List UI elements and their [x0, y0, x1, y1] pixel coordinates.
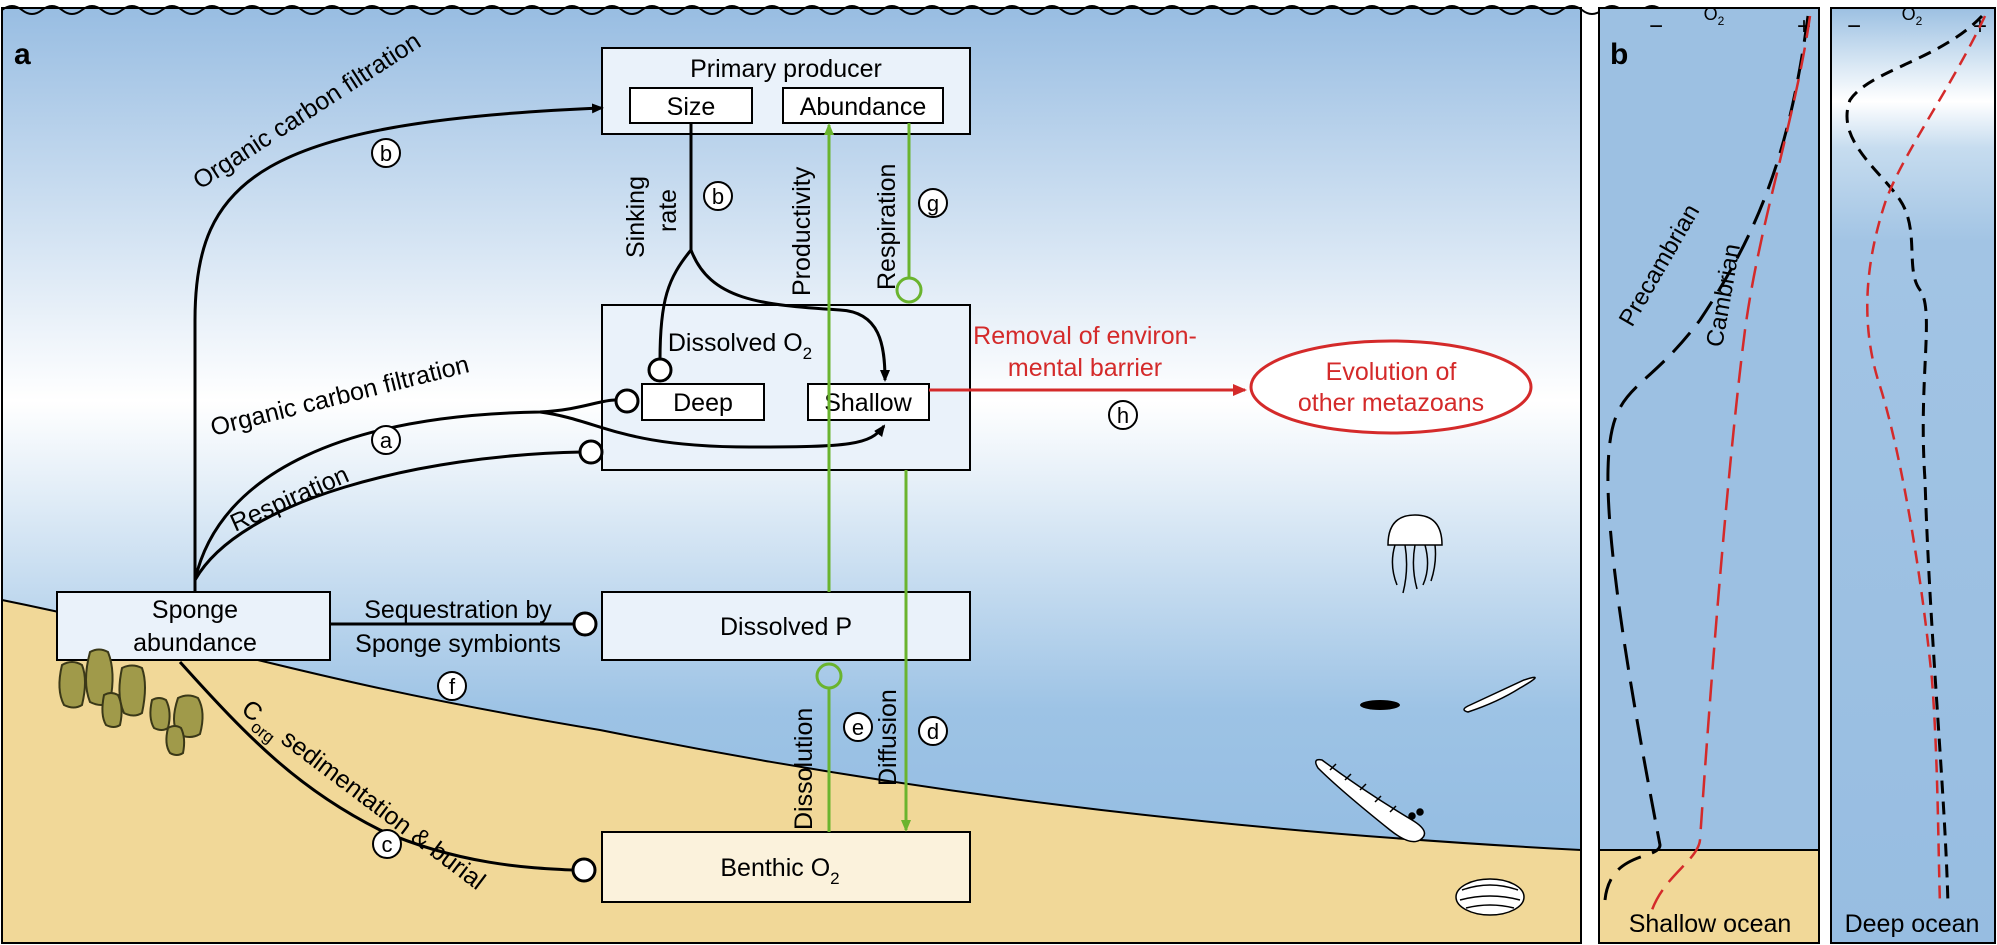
benthic-o2-box [601, 831, 971, 903]
label-productivity: Productivity [788, 166, 816, 296]
primary-producer-title: Primary producer [690, 55, 882, 83]
shallow-label: Shallow [824, 389, 912, 417]
sponge-label-line2: abundance [133, 629, 257, 657]
label-rate: rate [654, 189, 682, 232]
panel-b-deep: − + O2 Deep ocean [1830, 4, 1996, 944]
worm-illustration [1463, 676, 1536, 713]
size-label: Size [667, 93, 716, 121]
sponge-label-line1: Sponge [152, 596, 238, 624]
label-sequestration-line1: Sequestration by [364, 596, 552, 624]
deep-label: Deep [673, 389, 733, 417]
label-removal-line1: Removal of environ- [973, 322, 1197, 350]
shallow-ocean-title: Shallow ocean [1629, 910, 1792, 938]
label-sinking: Sinking [622, 176, 650, 258]
label-sequestration-line2: Sponge symbionts [355, 630, 561, 658]
dissolved-p-title: Dissolved P [720, 613, 852, 641]
sea-surface-wave [1, 5, 1683, 15]
circle-letter-b-top: b [371, 138, 401, 168]
circled-letters: b b g a h f c e d [371, 138, 1138, 859]
size-box [629, 87, 753, 124]
arrow-sponge-to-deep [193, 398, 616, 581]
precambrian-profile [1603, 15, 1810, 901]
panel-b-shallow: b − + O2 Precambrian Cambrian Shallow oc… [1598, 4, 1820, 944]
label-dissolution: Dissolution [790, 708, 818, 830]
dissolution-green-end [815, 662, 843, 690]
abundance-box [782, 87, 944, 124]
shallow-o2: O2 [1704, 4, 1725, 28]
svg-text:f: f [449, 674, 456, 699]
benthic-o2-title: Benthic O2 [720, 854, 839, 888]
sponge-abundance-box [56, 591, 331, 661]
shallow-column-water [1599, 8, 1819, 943]
jellyfish-illustration [1387, 514, 1443, 594]
deep-o2: O2 [1902, 4, 1923, 28]
deep-precambrian-profile [1845, 14, 1984, 906]
corg-burial-line [178, 660, 573, 872]
panel-a: a Primary producer Size Abundance Dissol… [1, 5, 1683, 944]
panel-b-label: b [1610, 38, 1628, 71]
label-diffusion: Diffusion [874, 689, 902, 786]
trilobite-illustration [1455, 878, 1525, 916]
abundance-label: Abundance [800, 93, 927, 121]
svg-text:b: b [380, 141, 392, 166]
deep-column-water [1831, 8, 1995, 943]
burial-inhibit-end [571, 857, 597, 883]
circle-letter-c: c [372, 829, 402, 859]
svg-text:e: e [852, 715, 864, 740]
black-connector-ends [571, 357, 673, 883]
sequestration-inhibit-end [572, 611, 598, 637]
respiration-inhibit-end [578, 439, 604, 465]
deep-box [641, 383, 765, 421]
svg-text:h: h [1117, 403, 1129, 428]
black-connectors [178, 103, 890, 872]
evolution-line1: Evolution of [1326, 358, 1457, 386]
flatworm-illustration [1360, 700, 1400, 710]
arrow-to-shallow-lower [539, 410, 886, 449]
label-removal-line2: mental barrier [1008, 354, 1162, 382]
deep-filtration-end [614, 388, 640, 414]
panel-a-label: a [14, 38, 31, 71]
circle-letter-b-sink: b [703, 181, 733, 211]
deep-minus: − [1847, 13, 1861, 40]
deep-cambrian-profile [1866, 15, 1987, 906]
deep-column-frame [1830, 7, 1996, 944]
sponges-illustration [58, 648, 204, 756]
circle-letter-h: h [1108, 400, 1138, 430]
deep-ocean-title: Deep ocean [1845, 910, 1980, 938]
label-respiration-green: Respiration [873, 164, 901, 290]
svg-text:c: c [382, 832, 393, 857]
cambrian-profile [1650, 15, 1812, 911]
respiration-green-end [895, 276, 923, 304]
circle-letter-a: a [371, 425, 401, 455]
svg-text:a: a [380, 428, 393, 453]
arrow-sponge-respiration [193, 450, 583, 581]
dissolved-p-box [601, 591, 971, 661]
svg-text:d: d [927, 719, 939, 744]
circle-letter-d: d [918, 716, 948, 746]
deep-inhibit-end [647, 357, 673, 383]
circle-letter-f: f [437, 671, 467, 701]
shallow-column-frame [1598, 7, 1820, 944]
evolution-ellipse [1249, 339, 1533, 435]
circle-letter-e: e [843, 712, 873, 742]
anomalocaris-illustration [1315, 758, 1426, 843]
shallow-column-sediment [1599, 850, 1819, 943]
panel-a-frame [1, 7, 1582, 944]
dissolved-o2-title: Dissolved O2 [668, 329, 812, 363]
sinking-to-deep [658, 249, 693, 361]
evolution-line2: other metazoans [1298, 389, 1484, 417]
svg-text:g: g [927, 191, 939, 216]
svg-text:b: b [712, 184, 724, 209]
sinking-to-shallow [689, 249, 890, 382]
circle-letter-g: g [918, 188, 948, 218]
green-connectors [824, 123, 911, 832]
shallow-minus: − [1649, 13, 1663, 40]
arrow-filtration-to-size [193, 103, 604, 592]
